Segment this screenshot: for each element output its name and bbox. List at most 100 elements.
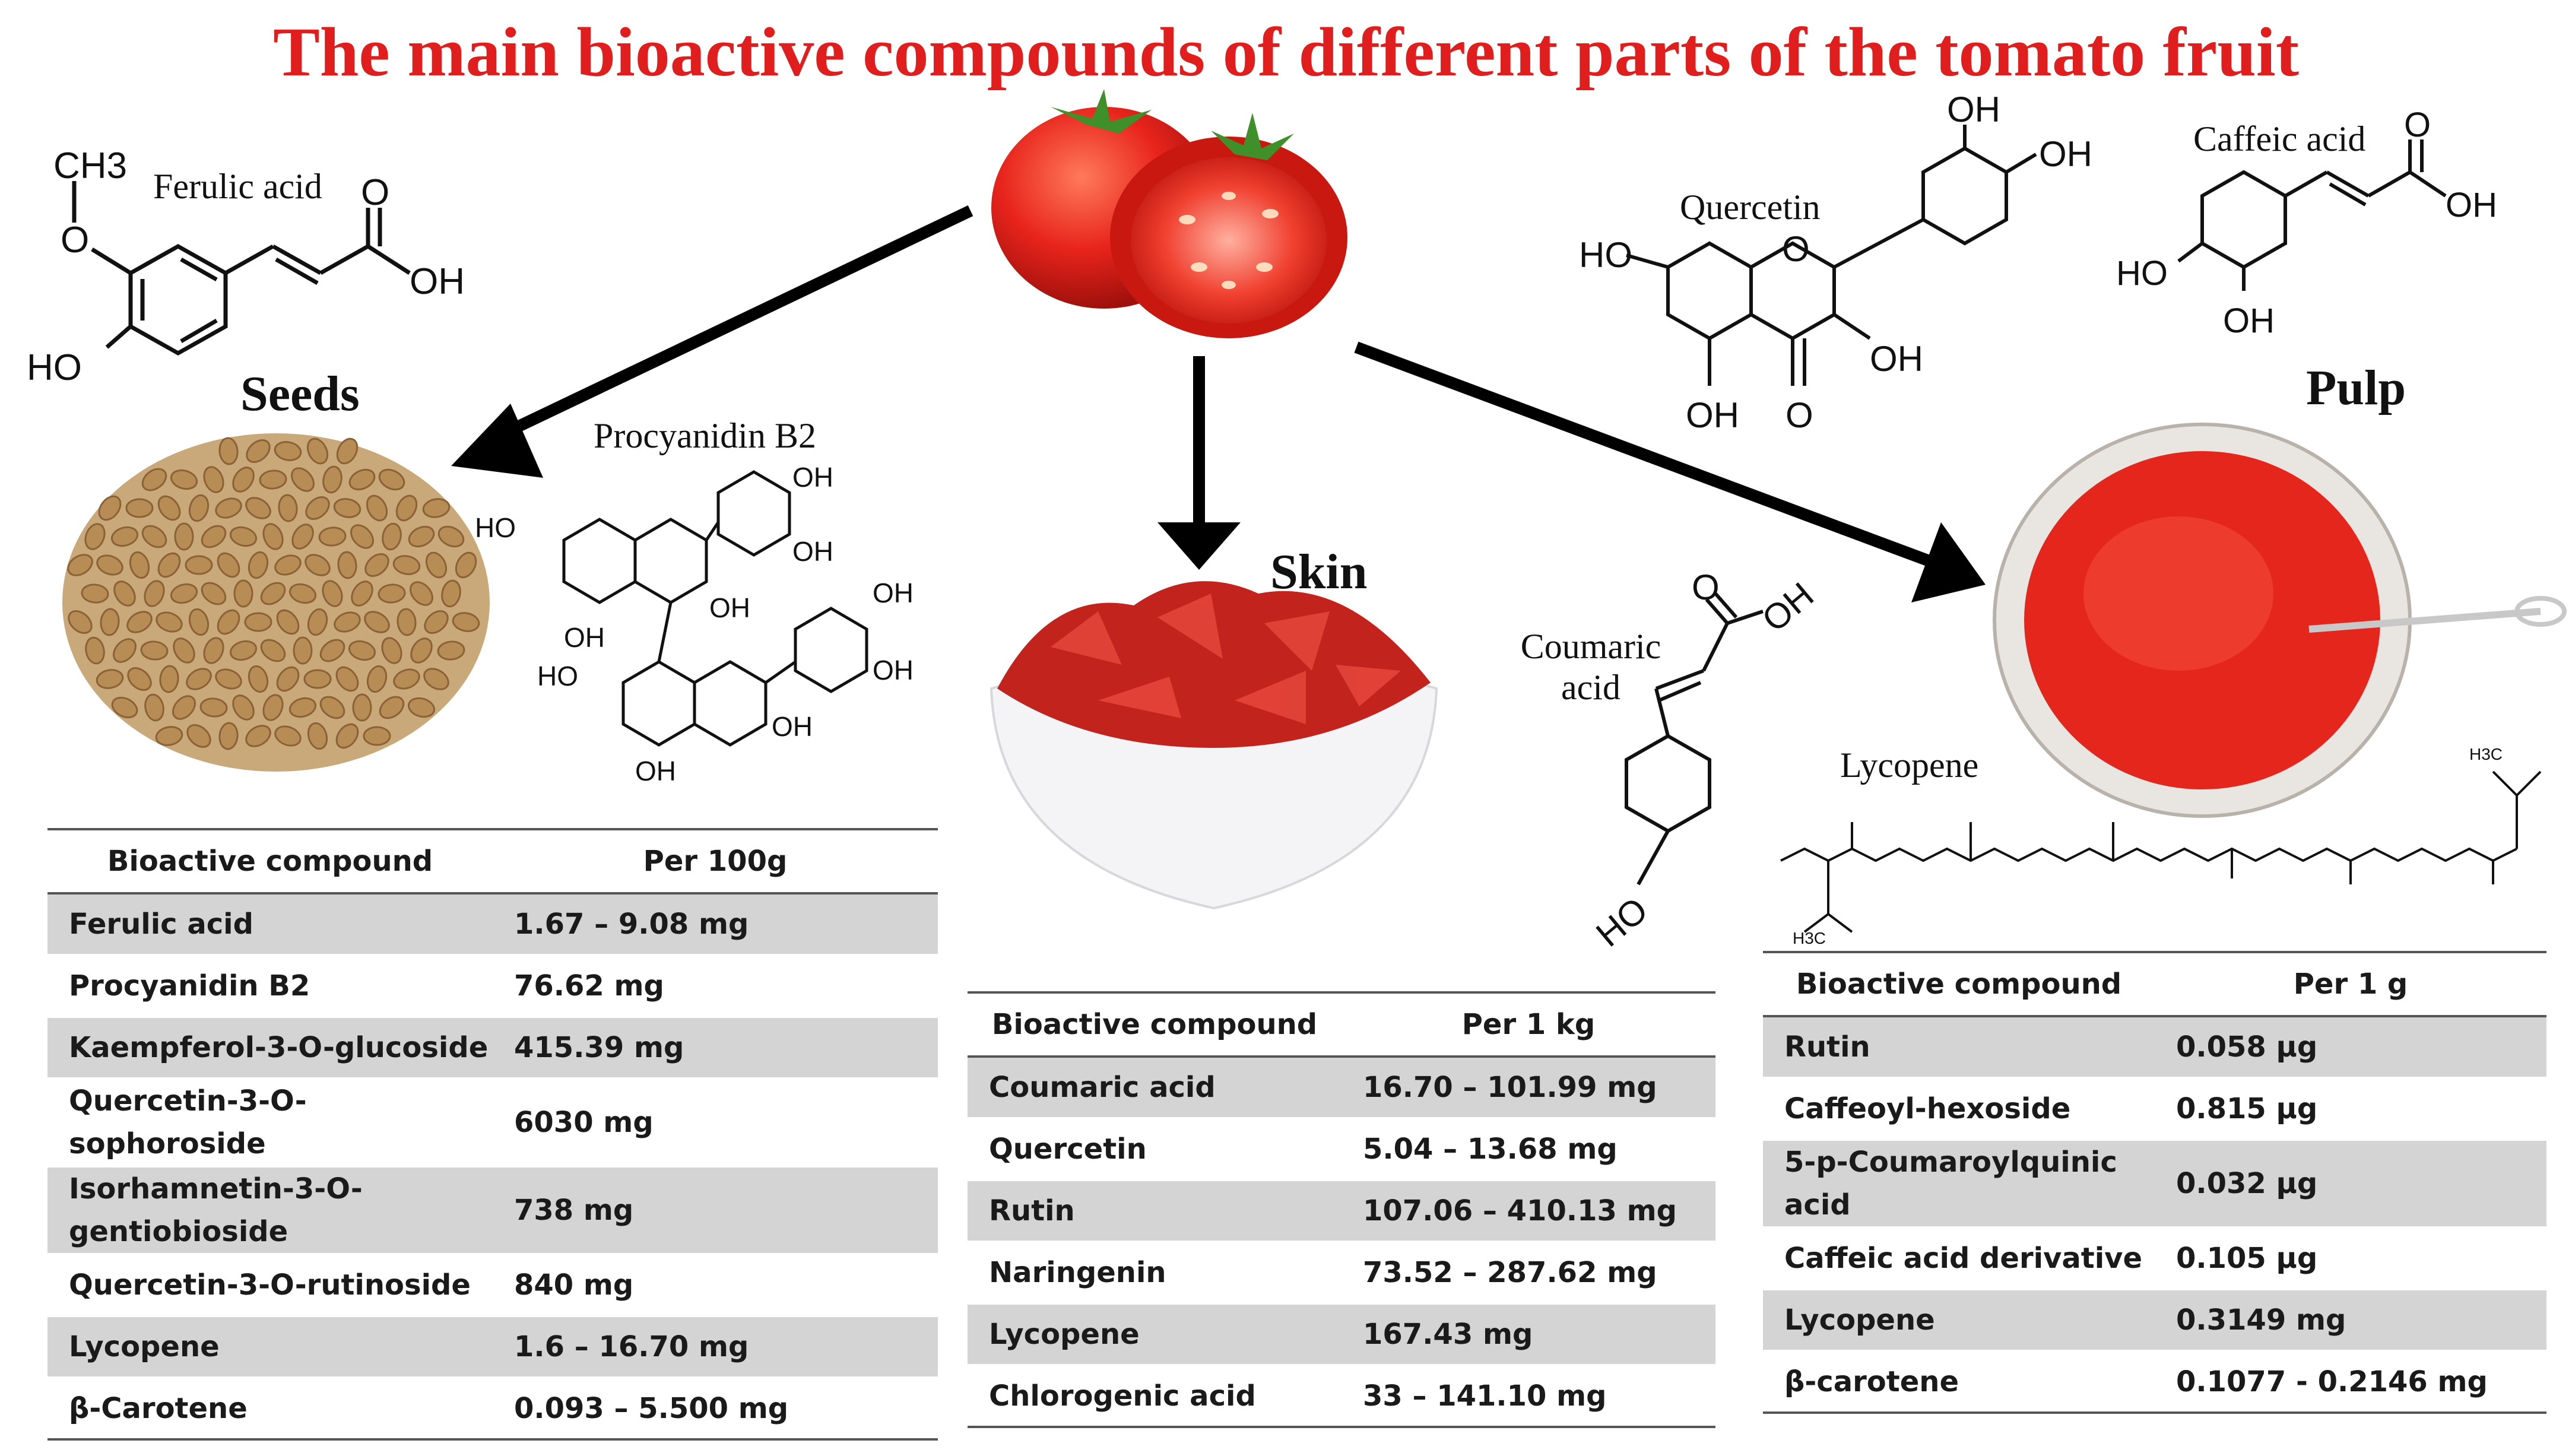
quercetin-label: Quercetin xyxy=(1680,188,1821,227)
seeds-header-amount: Per 100g xyxy=(493,828,938,894)
skin-bowl-image xyxy=(990,581,1438,910)
svg-text:OH: OH xyxy=(635,756,676,786)
seed-grain xyxy=(96,669,124,689)
seed-grain xyxy=(157,495,181,521)
seed-grain xyxy=(232,467,255,493)
seed-grain xyxy=(364,611,390,633)
svg-text:O: O xyxy=(61,220,89,261)
seed-grain xyxy=(363,726,391,746)
seed-grain xyxy=(203,637,224,664)
arrowhead-seeds xyxy=(451,404,543,478)
svg-text:OH: OH xyxy=(410,261,465,302)
svg-text:OH: OH xyxy=(792,536,833,567)
amount-cell: 0.058 µg xyxy=(2155,1016,2546,1079)
arrow-to-pulp xyxy=(1354,341,1932,567)
seed-grain xyxy=(422,498,451,518)
compound-cell: Rutin xyxy=(968,1180,1342,1243)
compound-cell: Lycopene xyxy=(1763,1289,2155,1352)
seeds-table: Bioactive compound Per 100g Ferulic acid… xyxy=(47,828,938,1441)
svg-text:HO: HO xyxy=(27,347,82,388)
seed-grain xyxy=(110,526,139,547)
seed-grain xyxy=(186,668,212,690)
seed-grain xyxy=(141,468,167,491)
seed-grain xyxy=(293,636,313,665)
seed-grain xyxy=(129,551,150,579)
seeds-header-compound: Bioactive compound xyxy=(47,828,493,894)
seed-grain xyxy=(170,583,198,604)
seed-grain xyxy=(111,696,138,719)
svg-text:OH: OH xyxy=(2223,302,2275,340)
seed-grain xyxy=(217,609,240,635)
procyanidin-label: Procyanidin B2 xyxy=(594,416,816,455)
seed-grain xyxy=(259,470,287,490)
seed-grain xyxy=(246,439,271,463)
seed-grain xyxy=(366,494,388,522)
amount-cell: 0.3149 mg xyxy=(2155,1289,2546,1352)
skin-header-amount: Per 1 kg xyxy=(1342,991,1715,1058)
svg-text:HO: HO xyxy=(537,661,578,691)
seed-grain xyxy=(218,722,239,750)
seed-grain xyxy=(232,694,255,721)
compound-cell: Caffeic acid derivative xyxy=(1763,1227,2155,1290)
caffeic-acid-structure: O OH HO OH xyxy=(2116,106,2497,340)
compound-cell: 5-p-Coumaroylquinic acid xyxy=(1763,1140,2155,1229)
seed-grain xyxy=(233,579,253,608)
coumaric-acid-structure: O OH HO xyxy=(1588,567,1821,954)
seed-grain xyxy=(84,523,106,550)
seed-grain xyxy=(306,437,329,465)
seed-grain xyxy=(407,697,436,718)
svg-text:HO: HO xyxy=(1579,235,1632,275)
seed-grain xyxy=(303,669,332,689)
seed-grain xyxy=(229,526,258,547)
seed-grain xyxy=(288,697,317,718)
amount-cell: 33 – 141.10 mg xyxy=(1342,1365,1715,1428)
seed-grain xyxy=(260,639,286,662)
amount-cell: 1.6 – 16.70 mg xyxy=(493,1316,938,1379)
svg-text:O: O xyxy=(1786,395,1813,435)
seed-grain xyxy=(144,580,165,607)
compound-cell: Ferulic acid xyxy=(47,893,493,956)
seed-grain xyxy=(203,466,224,493)
seed-grain xyxy=(276,609,300,635)
compound-cell: Lycopene xyxy=(968,1303,1342,1366)
svg-text:H3C: H3C xyxy=(2469,745,2503,763)
seed-grain xyxy=(248,665,269,693)
svg-text:OH: OH xyxy=(1755,575,1821,639)
seed-grain xyxy=(318,526,347,547)
seed-grain xyxy=(278,494,298,522)
seed-grain xyxy=(68,610,93,634)
compound-cell: Naringenin xyxy=(968,1242,1342,1305)
quercetin-structure: HO O OH OH OH OH O xyxy=(1579,90,2092,435)
svg-text:HO: HO xyxy=(2116,254,2168,293)
seed-grain xyxy=(262,694,284,721)
seed-grain xyxy=(337,551,357,579)
seed-grain xyxy=(410,581,433,606)
seed-grain xyxy=(157,552,181,578)
compound-cell: Kaempferol-3-O-glucoside xyxy=(47,1017,493,1080)
seed-grain xyxy=(188,608,210,636)
seed-grain xyxy=(322,465,342,494)
seed-grain xyxy=(215,497,242,519)
svg-text:HO: HO xyxy=(475,512,516,543)
arrowhead-skin xyxy=(1157,522,1241,570)
amount-cell: 0.032 µg xyxy=(2155,1140,2546,1229)
seed-grain xyxy=(113,581,136,607)
seed-grain xyxy=(291,524,314,550)
seed-grain xyxy=(174,522,194,551)
seed-grain xyxy=(350,524,374,549)
amount-cell: 738 mg xyxy=(493,1166,938,1255)
seeds-image xyxy=(62,433,490,772)
seed-grain xyxy=(334,611,361,633)
skin-header-compound: Bioactive compound xyxy=(968,991,1342,1058)
